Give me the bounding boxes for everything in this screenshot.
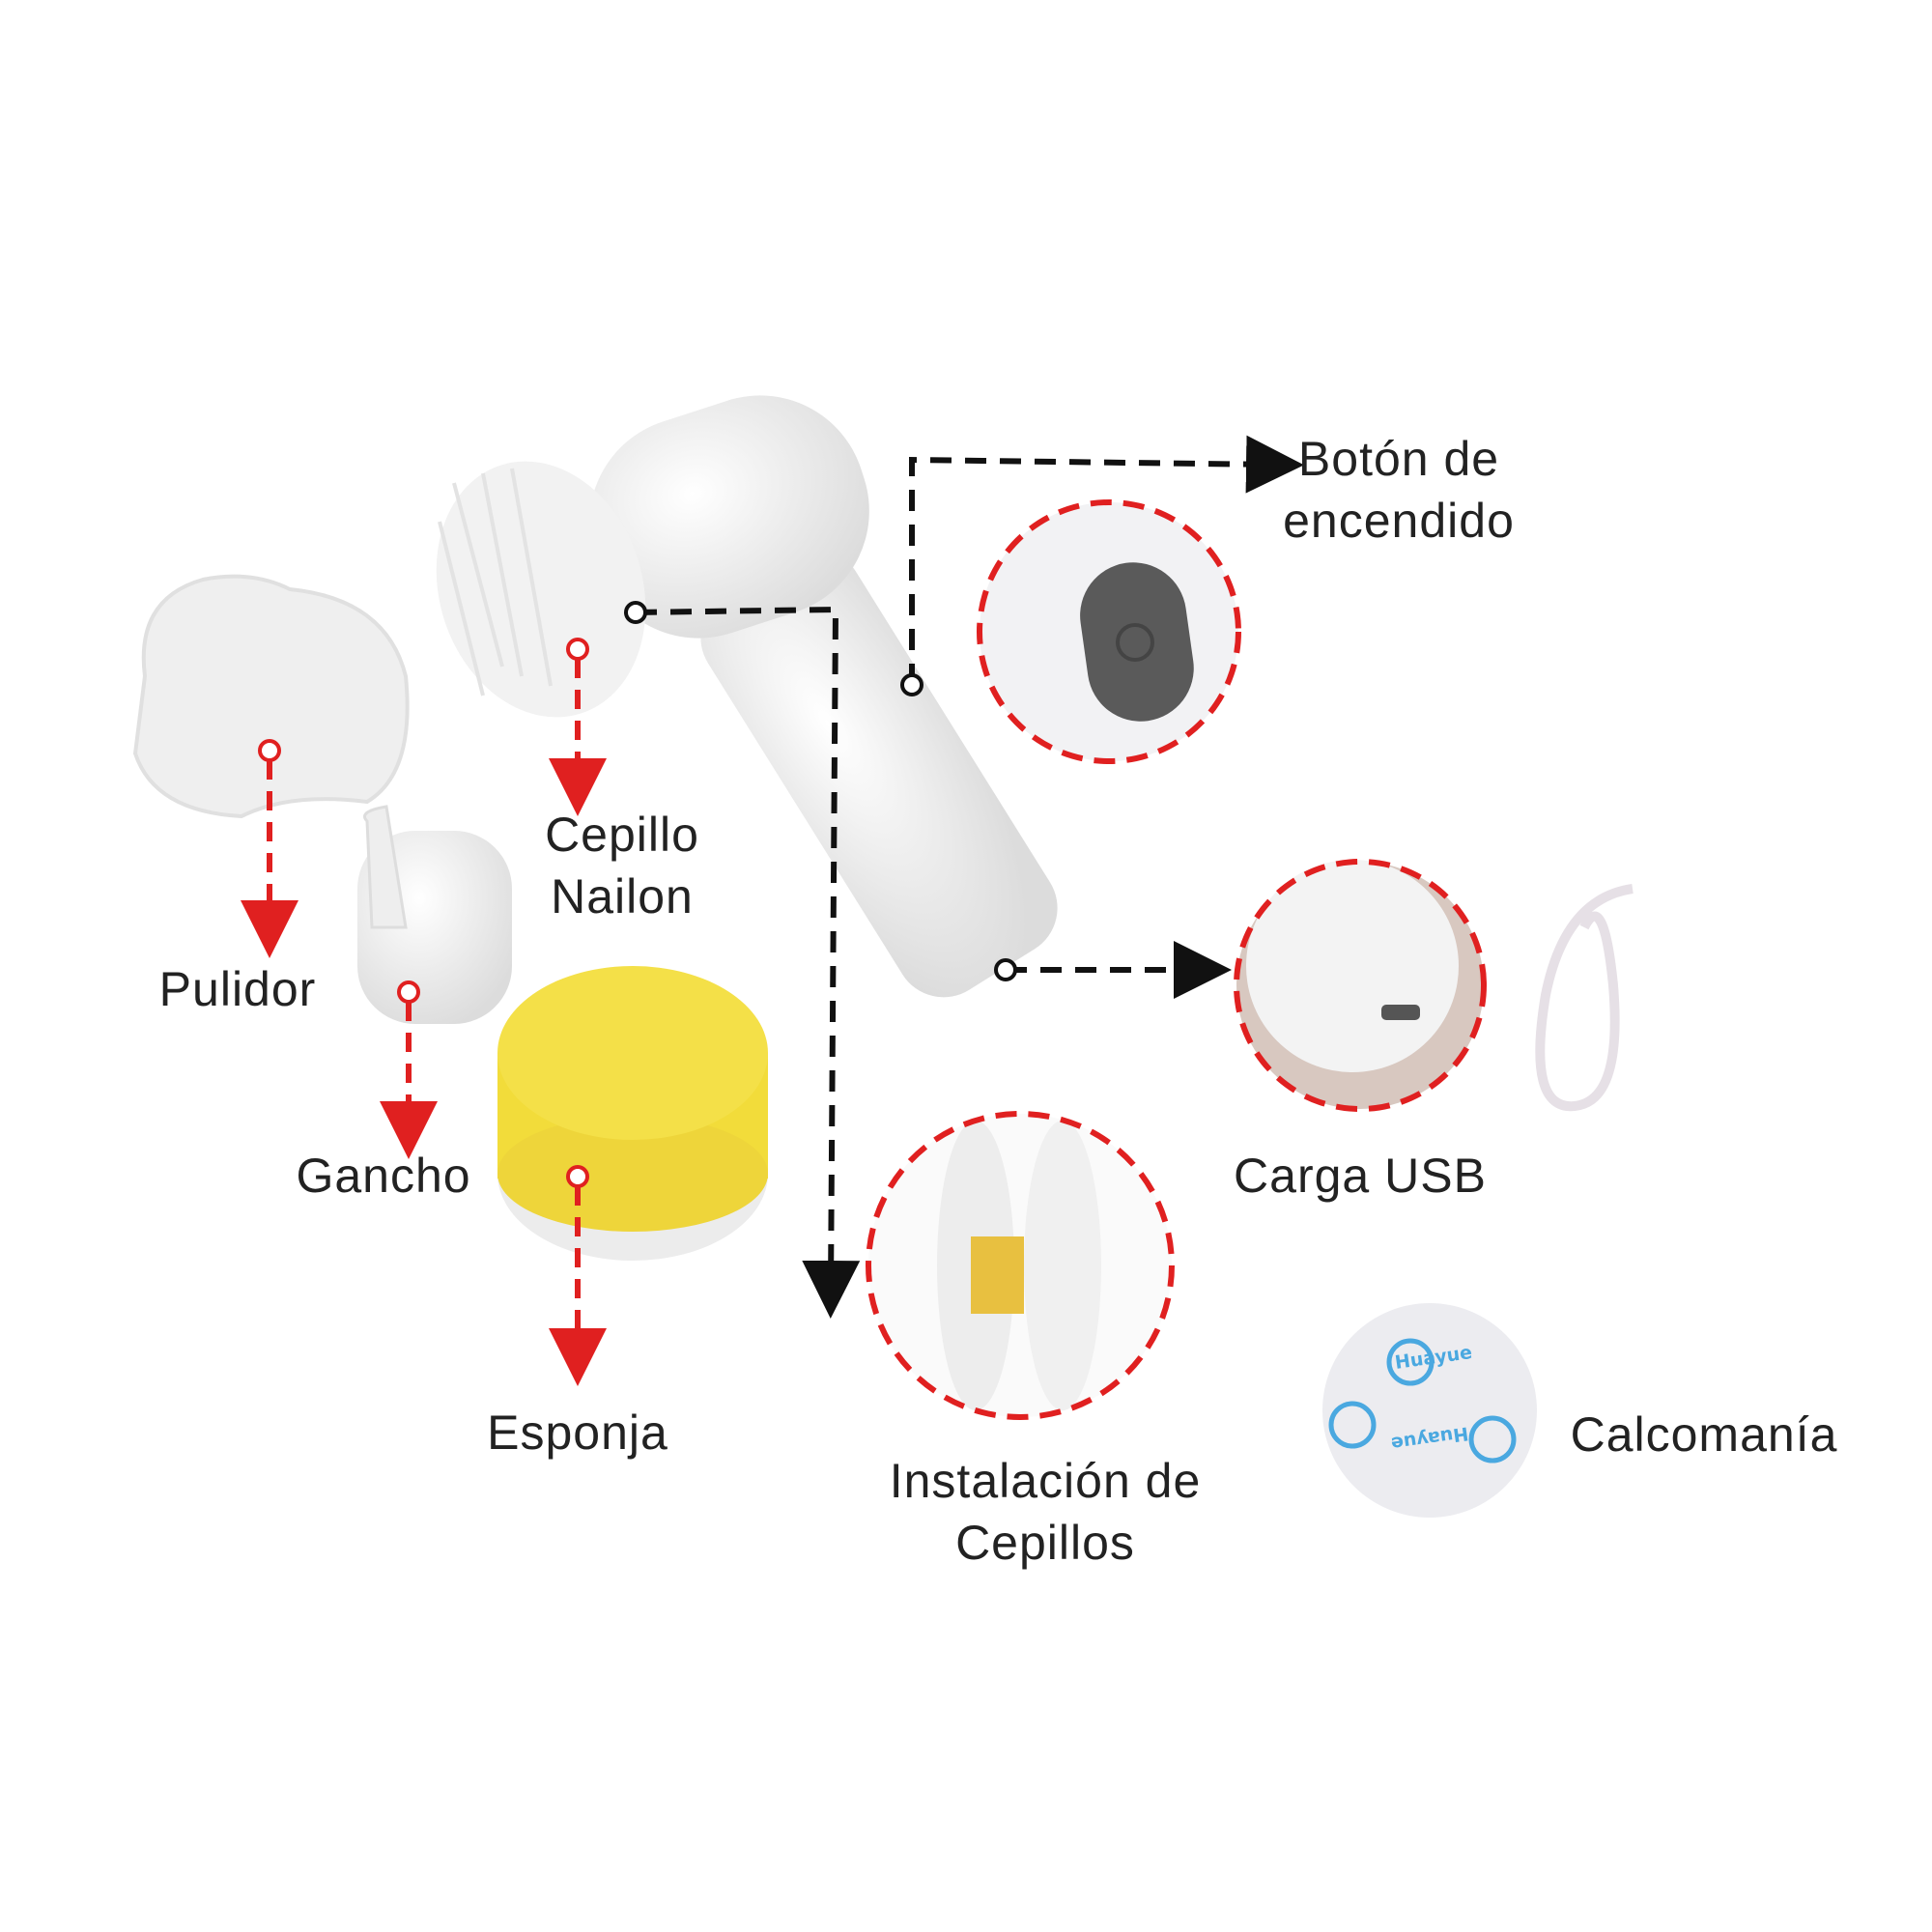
brush-install-callout (866, 1111, 1175, 1420)
usb-cable (1535, 884, 1634, 1112)
label-nylon-brush: Cepillo Nailon (545, 804, 699, 927)
red-leader-lines (241, 659, 607, 1386)
label-line: encendido (1283, 494, 1515, 548)
label-sticker: Calcomanía (1570, 1407, 1838, 1462)
label-line: Cepillos (955, 1516, 1135, 1570)
black-leader-lines (635, 435, 1304, 1319)
label-sponge: Esponja (487, 1406, 668, 1460)
hook-accessory (357, 805, 512, 1024)
sponge-accessory (497, 966, 768, 1261)
sticker-disc: Huayue Huayue (1322, 1303, 1537, 1518)
label-line: Cepillo (545, 808, 699, 862)
scrubber-device (436, 395, 1058, 998)
label-polisher: Pulidor (158, 962, 317, 1016)
label-hook: Gancho (296, 1149, 471, 1203)
power-button-callout (977, 499, 1241, 764)
label-power-button: Botón de encendido (1283, 428, 1515, 552)
label-line: Instalación de (889, 1454, 1202, 1508)
usb-port-callout (1234, 859, 1487, 1112)
polisher-pad (132, 574, 410, 819)
label-line: Nailon (551, 869, 694, 923)
label-brush-install: Instalación de Cepillos (890, 1450, 1202, 1574)
label-usb-charge: Carga USB (1234, 1149, 1487, 1203)
label-line: Botón de (1297, 432, 1500, 486)
leader-power-button (909, 435, 1304, 685)
